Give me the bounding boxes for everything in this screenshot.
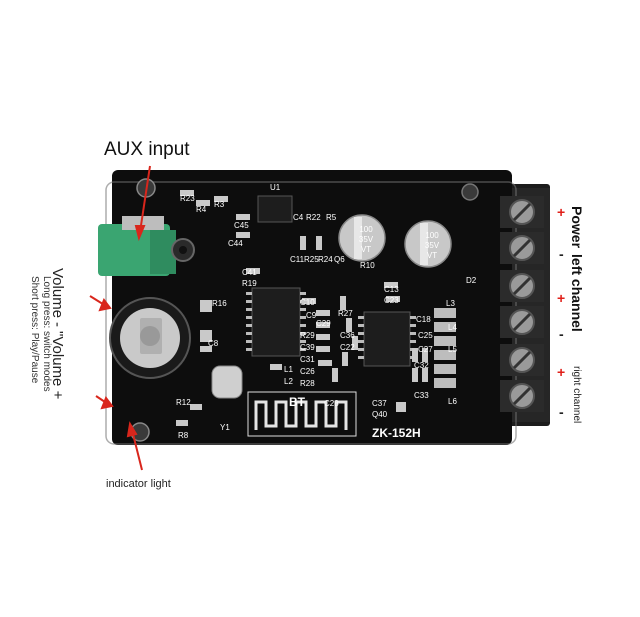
silk-c36: C36 <box>340 331 355 340</box>
aux-jack <box>98 216 195 276</box>
mounting-hole <box>461 183 479 201</box>
cap-right-line-3: VT <box>427 251 437 260</box>
silk-l5: L5 <box>448 345 457 354</box>
silk-l3: L3 <box>446 299 455 308</box>
silk-c18: C18 <box>416 315 431 324</box>
short-press-label: Short press: Play/Pause <box>29 276 40 384</box>
silk-c8: C8 <box>208 339 219 348</box>
silk-c23: C23 <box>384 296 399 305</box>
aux-arrow <box>139 165 151 233</box>
capacitor-right: 100 35V VT <box>404 220 452 268</box>
silk-c27: C27 <box>418 345 433 354</box>
silk-r19: R19 <box>242 279 257 288</box>
silk-r8: R8 <box>178 431 189 440</box>
silk-r27: R27 <box>338 309 353 318</box>
bt-label: BT <box>289 395 306 409</box>
silk-r10: R10 <box>360 261 375 270</box>
silk-c22: C22 <box>340 343 355 352</box>
inductors <box>434 308 456 388</box>
silk-r23: R23 <box>180 194 195 203</box>
silk-r3: R3 <box>214 200 225 209</box>
silk-c45: C45 <box>234 221 249 230</box>
silk-r16: R16 <box>212 299 227 308</box>
cap-right-line-2: 35V <box>425 241 440 250</box>
silk-u1: U1 <box>270 183 281 192</box>
right-channel-label: right channel <box>571 366 582 424</box>
silk-r5: R5 <box>326 213 337 222</box>
left-channel-text: left channel <box>569 254 585 332</box>
silk-c13: C13 <box>384 285 399 294</box>
model-label: ZK-152H <box>372 426 421 440</box>
bt-antenna: BT <box>247 391 357 437</box>
cap-right-line-1: 100 <box>425 231 439 240</box>
silk-l4: L4 <box>448 323 457 332</box>
indicator-arrow <box>131 429 143 471</box>
long-press-label: Long press: switch modes <box>41 276 52 392</box>
silk-r4: R4 <box>196 205 207 214</box>
silk-c39: C39 <box>300 343 315 352</box>
silk-l6: L6 <box>448 397 457 406</box>
silk-q40: Q40 <box>372 410 388 419</box>
silk-r12: R12 <box>176 398 191 407</box>
silk-r28: R28 <box>300 379 315 388</box>
volume-knob <box>109 297 191 379</box>
silk-c25: C25 <box>418 331 433 340</box>
silk-c9: C9 <box>306 311 317 320</box>
cap-left-line-2: 35V <box>359 235 374 244</box>
silk-c41: C41 <box>242 268 257 277</box>
aux-input-label: AUX input <box>104 139 190 160</box>
silk-r29: R29 <box>300 331 315 340</box>
silk-r22: R22 <box>306 213 321 222</box>
bluetooth-chip <box>358 311 416 367</box>
silk-c37: C37 <box>372 399 387 408</box>
cap-left-line-1: 100 <box>359 225 373 234</box>
amplifier-chip <box>246 287 306 357</box>
silk-d2: D2 <box>466 276 477 285</box>
terminal-sign-6: - <box>559 404 564 420</box>
capacitor-left: 100 35V VT <box>338 214 386 262</box>
silk-l1: L1 <box>284 365 293 374</box>
crystal <box>211 365 243 399</box>
silk-c28: C28 <box>324 399 339 408</box>
terminal-sign-1: + <box>557 204 566 220</box>
silk-c11: C11 <box>290 255 305 264</box>
silk-r25: R25 <box>304 255 319 264</box>
power-text: Power <box>569 206 585 249</box>
silk-c10: C10 <box>300 298 315 307</box>
silk-l2: L2 <box>284 377 293 386</box>
terminal-sign-3: + <box>557 290 566 306</box>
silk-c33: C33 <box>414 391 429 400</box>
silk-c32: C32 <box>414 361 429 370</box>
silk-q6: Q6 <box>334 255 345 264</box>
terminal-sign-5: + <box>557 364 566 380</box>
indicator-light-label: indicator light <box>106 478 171 490</box>
silk-c44: C44 <box>228 239 243 248</box>
silk-c29: C29 <box>316 319 331 328</box>
silk-c4: C4 <box>293 213 304 222</box>
silk-c26: C26 <box>300 367 315 376</box>
silk-r24: R24 <box>318 255 333 264</box>
terminal-screws <box>500 196 544 412</box>
terminal-sign-2: - <box>559 246 564 262</box>
silk-y1: Y1 <box>220 423 230 432</box>
terminal-sign-4: - <box>559 326 564 342</box>
silk-c31: C31 <box>300 355 315 364</box>
power-label: Power left channel <box>569 206 585 338</box>
regulator-chip <box>257 195 293 223</box>
cap-left-line-3: VT <box>361 245 371 254</box>
